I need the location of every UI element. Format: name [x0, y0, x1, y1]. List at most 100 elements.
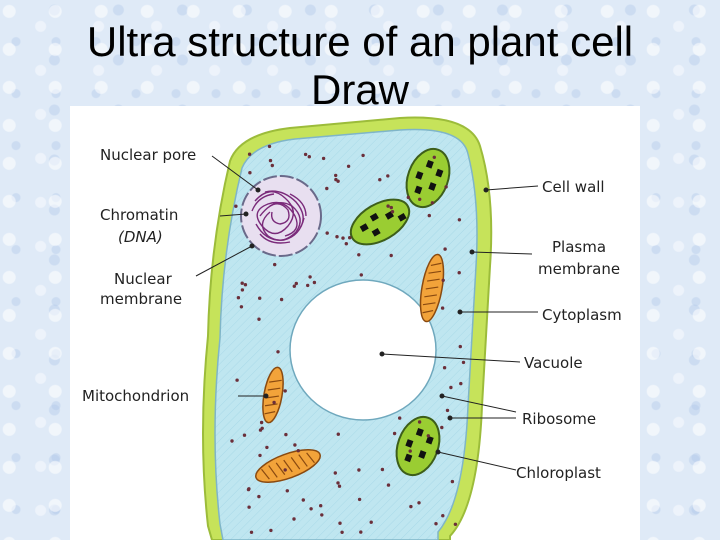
ribosome-dot	[443, 247, 447, 251]
ribosome-dot	[357, 253, 361, 257]
title-line-2: Draw	[310, 66, 409, 113]
ribosome-dot	[248, 171, 252, 175]
ribosome-dot	[337, 484, 342, 488]
ribosome-dot	[243, 283, 248, 287]
ribosome-dot	[292, 517, 296, 521]
ribosome-dot	[409, 504, 413, 509]
ribosome-dot	[269, 528, 273, 533]
ribosome-dot	[283, 468, 287, 472]
ribosome-dot	[325, 186, 329, 191]
ribosome-dot	[325, 231, 329, 235]
ribosome-dot	[359, 273, 363, 277]
ribosome-dot	[386, 483, 391, 487]
mitochondrion-right	[419, 253, 445, 323]
ribosome-dot	[333, 471, 337, 475]
chloroplast-bottom	[395, 415, 441, 477]
ribosome-dot	[434, 522, 438, 526]
ribosome-dot	[458, 344, 462, 349]
nucleus	[240, 175, 322, 257]
label-dna: (DNA)	[118, 228, 163, 246]
ribosome-dot	[246, 487, 251, 492]
ribosome-dot	[260, 426, 264, 430]
ribosome-dot	[344, 242, 348, 246]
ribosome-dot	[336, 432, 340, 436]
chromatin-dna	[251, 190, 307, 244]
ribosome-dot	[453, 522, 458, 526]
ribosome-dot	[267, 144, 272, 149]
ribosome-dot	[359, 530, 363, 534]
ribosome-dot	[418, 197, 422, 201]
ribosome-dot	[389, 253, 393, 258]
ribosome-dot	[259, 420, 264, 425]
vacuole	[289, 279, 437, 421]
ribosome-dot	[442, 366, 447, 370]
ribosome-dot	[441, 514, 445, 518]
ribosome-dot	[321, 156, 326, 161]
ribosome-dot	[417, 501, 421, 505]
ribosome-dot	[426, 434, 430, 438]
ribosome-dot	[361, 153, 365, 158]
ribosome-dot	[369, 520, 373, 524]
ribosome-dot	[459, 381, 463, 386]
label-chromatin: Chromatin	[100, 206, 178, 224]
ribosome-dot	[293, 443, 297, 447]
ribosome-dot	[457, 218, 462, 222]
ribosome-dot	[341, 236, 345, 240]
chloroplast-top-middle	[349, 198, 411, 246]
mitochondrion-bottom	[255, 449, 321, 483]
ribosome-dot	[272, 400, 276, 405]
ribosome-dot	[273, 262, 277, 267]
ribosome-dot	[309, 507, 313, 511]
cell-diagram-panel: Nuclear pore Chromatin (DNA) Nuclear mem…	[70, 106, 640, 540]
mitochondrion-left	[262, 366, 284, 424]
ribosome-dot	[279, 297, 284, 302]
ribosome-dot	[258, 453, 262, 458]
ribosome-dot	[284, 432, 288, 437]
ribosome-dot	[389, 205, 393, 210]
ribosome-dot	[380, 467, 385, 472]
ribosome-dot	[247, 505, 251, 509]
label-nuclear-membrane-line1: Nuclear	[114, 270, 173, 288]
ribosome-dot	[308, 275, 312, 279]
ribosome-dot	[440, 425, 444, 430]
ribosome-dot	[307, 155, 311, 159]
ribosome-dot	[230, 439, 234, 443]
ribosome-dot	[292, 284, 296, 288]
ribosome-dot	[265, 445, 269, 450]
ribosome-dot	[348, 236, 352, 240]
ribosome-dot	[432, 155, 436, 159]
slide-title: Ultra structure of an plant cell Draw	[0, 18, 720, 114]
ribosome-dot	[441, 278, 445, 282]
ribosome-dot	[336, 481, 340, 485]
ribosome-dot	[283, 389, 287, 393]
ribosome-dot	[276, 350, 280, 354]
leader-lines	[195, 155, 539, 471]
ribosome-dot	[234, 204, 238, 208]
label-ribosome: Ribosome	[522, 410, 596, 428]
ribosome-dot	[334, 177, 338, 182]
ribosome-dot	[357, 468, 361, 472]
ribosome-dot	[408, 449, 412, 453]
ribosome-dot	[258, 296, 262, 300]
ribosome-dot	[346, 164, 351, 168]
title-line-1: Ultra structure of an plant cell	[86, 18, 634, 65]
ribosome-dot	[294, 281, 298, 286]
ribosome-dot	[338, 521, 342, 525]
ribosome-dot	[398, 416, 402, 420]
label-chloroplast: Chloroplast	[516, 464, 601, 482]
ribosome-dot	[357, 497, 362, 502]
plant-cell-diagram: Nuclear pore Chromatin (DNA) Nuclear mem…	[82, 116, 622, 540]
ribosome-dot	[340, 530, 344, 534]
ribosome-dot	[440, 306, 445, 310]
ribosome-dot	[319, 504, 323, 508]
ribosomes	[230, 144, 466, 534]
label-mitochondrion: Mitochondrion	[82, 387, 189, 405]
ribosome-dot	[390, 210, 395, 214]
ribosome-dot	[247, 152, 252, 156]
label-plasma-membrane-line1: Plasma	[552, 238, 606, 256]
ribosome-dot	[392, 431, 397, 436]
label-nuclear-membrane-line2: membrane	[100, 290, 182, 308]
ribosome-dot	[306, 283, 310, 288]
ribosome-dot	[242, 433, 247, 437]
ribosome-dot	[257, 317, 261, 321]
